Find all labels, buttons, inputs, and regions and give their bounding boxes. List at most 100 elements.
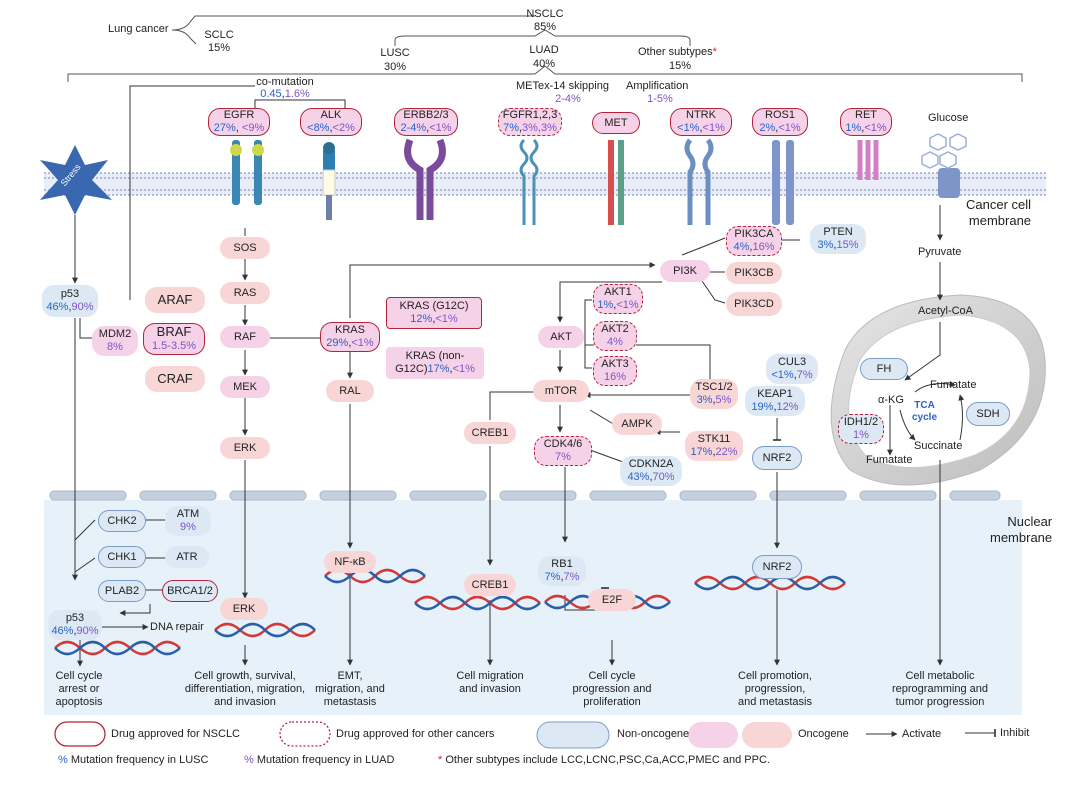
receptor-glyphs bbox=[230, 133, 967, 225]
glucose-label: Glucose bbox=[928, 112, 969, 124]
nfkb-node[interactable]: NF-κB bbox=[324, 551, 376, 573]
legend-note: * Other subtypes include LCC,LCNC,PSC,Ca… bbox=[438, 754, 770, 766]
legend-luad: % Mutation frequency in LUAD bbox=[244, 754, 395, 766]
outcome-cell-cycle: Cell cycle progression and proliferation bbox=[572, 670, 652, 709]
atr-node[interactable]: ATR bbox=[165, 546, 209, 568]
fumarate-top-label: Fumatate bbox=[930, 379, 977, 391]
erk-nuclear-node[interactable]: ERK bbox=[220, 598, 268, 620]
metex-label: METex-14 skipping bbox=[516, 80, 609, 92]
creb1-node[interactable]: CREB1 bbox=[464, 422, 516, 444]
dna-repair-label: DNA repair bbox=[150, 621, 204, 633]
erk-node[interactable]: ERK bbox=[220, 437, 270, 459]
ntrk-node[interactable]: NTRK<1%,<1% bbox=[670, 108, 732, 136]
e2f-node[interactable]: E2F bbox=[588, 589, 636, 611]
pik3cd-node[interactable]: PIK3CD bbox=[726, 292, 782, 316]
legend-glyphs bbox=[54, 721, 996, 749]
amplification-pct: 1-5% bbox=[647, 93, 673, 105]
ras-node[interactable]: RAS bbox=[220, 282, 270, 304]
outcome-apoptosis: Cell cycle arrest or apoptosis bbox=[55, 670, 103, 709]
comutation-label: co-mutation bbox=[256, 76, 314, 88]
pi3k-node[interactable]: PI3K bbox=[660, 260, 710, 282]
other-subtypes-label: Other subtypes* bbox=[638, 46, 717, 58]
nsclc-label: NSCLC bbox=[526, 8, 564, 20]
lusc-label: LUSC bbox=[380, 47, 410, 59]
araf-node[interactable]: ARAF bbox=[145, 287, 205, 313]
cul3-node[interactable]: CUL3<1%,7% bbox=[766, 354, 818, 384]
ampk-node[interactable]: AMPK bbox=[612, 413, 662, 435]
comutation-pct: 0.45,1.6% bbox=[260, 88, 310, 100]
outcome-migration: Cell migration and invasion bbox=[456, 670, 524, 696]
sdh-node[interactable]: SDH bbox=[966, 402, 1010, 426]
akg-label: α-KG bbox=[878, 394, 904, 406]
legend-activate: Activate bbox=[902, 728, 942, 740]
kras-non-g12c-node[interactable]: KRAS (non-G12C)17%,<1% bbox=[386, 347, 484, 379]
legend-inhibit: Inhibit bbox=[1000, 727, 1030, 739]
luad-label: LUAD bbox=[529, 44, 559, 56]
legend-oncogene: Oncogene bbox=[798, 728, 849, 740]
succinate-label: Succinate bbox=[914, 440, 963, 452]
lung-cancer-label: Lung cancer bbox=[108, 23, 169, 35]
cell-membrane-label: Cancer cell membrane bbox=[966, 197, 1032, 228]
kras-g12c-node[interactable]: KRAS (G12C)12%,<1% bbox=[386, 297, 482, 329]
fh-node[interactable]: FH bbox=[860, 358, 908, 380]
pik3cb-node[interactable]: PIK3CB bbox=[726, 262, 782, 284]
alk-node[interactable]: ALK<8%,<2% bbox=[300, 108, 362, 136]
acetyl-coa-label: Acetyl-CoA bbox=[918, 305, 974, 317]
nsclc-pct: 85% bbox=[533, 21, 557, 33]
nrf2-nuclear-node[interactable]: NRF2 bbox=[752, 555, 802, 579]
sclc-label: SCLC bbox=[204, 29, 234, 41]
amplification-label: Amplification bbox=[626, 80, 689, 92]
luad-pct: 40% bbox=[532, 58, 556, 70]
legend-lusc: % Mutation frequency in LUSC bbox=[58, 754, 209, 766]
plab2-node[interactable]: PLAB2 bbox=[98, 580, 146, 602]
outcome-growth: Cell growth, survival, differentiation, … bbox=[184, 670, 306, 709]
fumarate-bottom-label: Fumatate bbox=[866, 454, 913, 466]
stress-star bbox=[40, 145, 112, 215]
sos-node[interactable]: SOS bbox=[220, 237, 270, 259]
pyruvate-label: Pyruvate bbox=[918, 246, 962, 258]
chk2-node[interactable]: CHK2 bbox=[98, 510, 146, 532]
creb1-nuclear-node[interactable]: CREB1 bbox=[464, 574, 516, 596]
legend-non-oncogene: Non-oncogene bbox=[617, 728, 690, 740]
raf-node[interactable]: RAF bbox=[220, 326, 270, 348]
chk1-node[interactable]: CHK1 bbox=[98, 546, 146, 568]
mek-node[interactable]: MEK bbox=[220, 376, 270, 398]
lusc-pct: 30% bbox=[383, 61, 407, 73]
outcome-promotion: Cell promotion, progression, and metasta… bbox=[738, 670, 812, 709]
nrf2-node[interactable]: NRF2 bbox=[752, 446, 802, 470]
mtor-node[interactable]: mTOR bbox=[533, 380, 589, 402]
outcome-emt: EMT, migration, and metastasis bbox=[315, 670, 385, 709]
outcome-metabolic: Cell metabolic reprogramming and tumor p… bbox=[892, 670, 988, 709]
met-node[interactable]: MET bbox=[592, 112, 640, 134]
brca-node[interactable]: BRCA1/2 bbox=[162, 580, 218, 602]
craf-node[interactable]: CRAF bbox=[145, 366, 205, 392]
legend-nsclc: Drug approved for NSCLC bbox=[111, 728, 241, 740]
ral-node[interactable]: RAL bbox=[326, 380, 374, 402]
akt-node[interactable]: AKT bbox=[538, 326, 584, 348]
